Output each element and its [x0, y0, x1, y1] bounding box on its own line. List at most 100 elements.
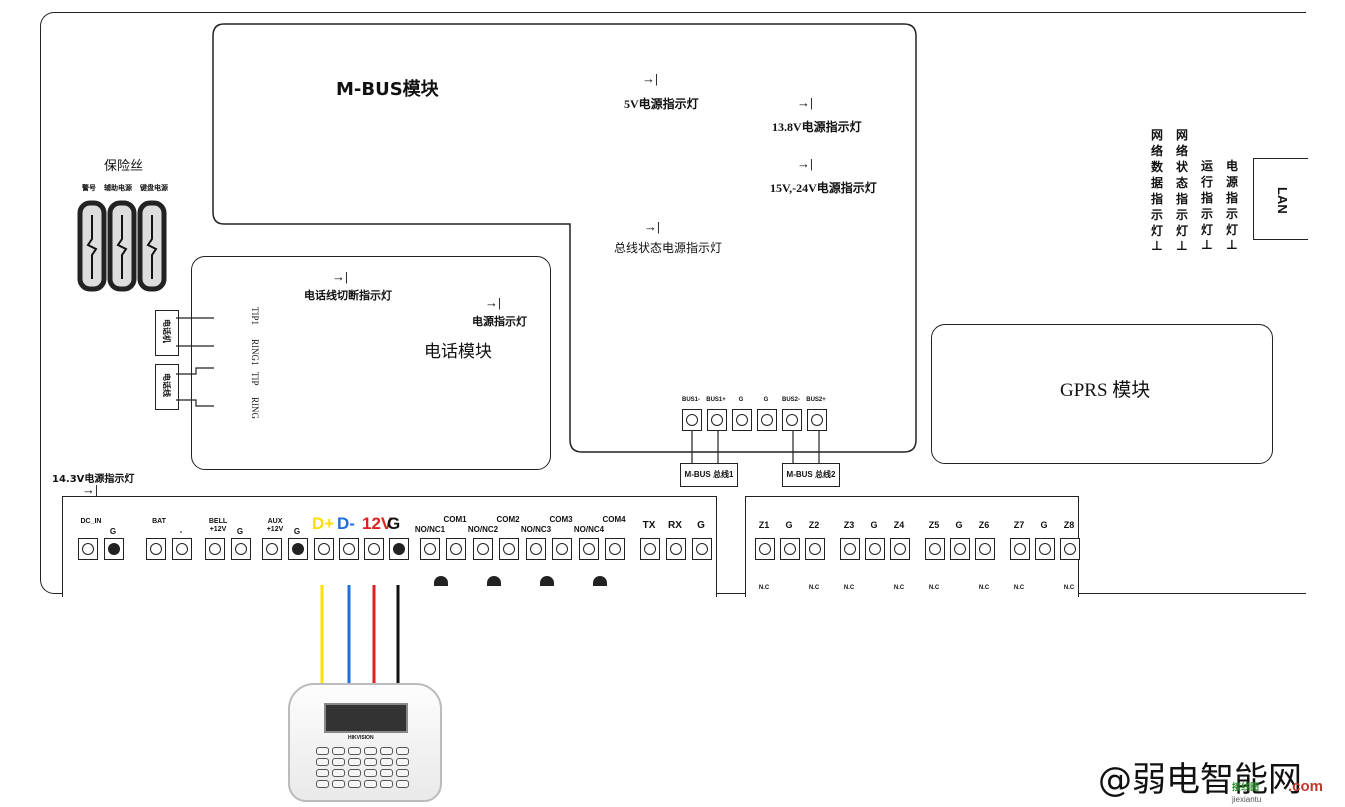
- fuse-element: [146, 215, 158, 279]
- keypad-key[interactable]: [364, 780, 377, 788]
- keypad-key[interactable]: [348, 780, 361, 788]
- relay-nc-terminal[interactable]: [526, 538, 546, 560]
- zone-terminal[interactable]: [925, 538, 945, 560]
- rs485-terminal[interactable]: [364, 538, 384, 560]
- mbus-terminal[interactable]: [682, 409, 702, 431]
- keypad-key[interactable]: [380, 747, 393, 755]
- mbus-terminal[interactable]: [732, 409, 752, 431]
- relay-com-terminal[interactable]: [499, 538, 519, 560]
- keypad-key[interactable]: [332, 758, 345, 766]
- relay-com-label: COM4: [602, 515, 626, 524]
- zone-terminal[interactable]: [975, 538, 995, 560]
- keypad-key[interactable]: [396, 780, 409, 788]
- status-led-icon: ⊥: [1151, 239, 1163, 254]
- mbus-terminal-label: G: [763, 397, 769, 403]
- power-led-icon: →|: [82, 482, 98, 497]
- mbus-terminal[interactable]: [782, 409, 802, 431]
- keypad-key[interactable]: [364, 769, 377, 777]
- relay-nc-terminal[interactable]: [420, 538, 440, 560]
- keypad-key[interactable]: [348, 769, 361, 777]
- serial-terminal[interactable]: [692, 538, 712, 560]
- keypad-key[interactable]: [364, 758, 377, 766]
- mbus-terminal[interactable]: [757, 409, 777, 431]
- keypad-key[interactable]: [396, 758, 409, 766]
- keypad-key[interactable]: [332, 769, 345, 777]
- mbus-terminal-label: BUS2-: [781, 397, 800, 403]
- mbus-terminal[interactable]: [707, 409, 727, 431]
- keypad-key[interactable]: [316, 758, 329, 766]
- keypad-key[interactable]: [380, 769, 393, 777]
- keypad-key[interactable]: [396, 769, 409, 777]
- power-terminal[interactable]: [288, 538, 308, 560]
- relay-com-terminal[interactable]: [552, 538, 572, 560]
- led-5v-icon: →|: [642, 71, 658, 86]
- keypad-key[interactable]: [348, 758, 361, 766]
- led-phone-cut-label: 电话线切断指示灯: [304, 290, 392, 302]
- zone-terminal[interactable]: [780, 538, 800, 560]
- lan-port[interactable]: LAN: [1253, 158, 1308, 240]
- keypad-key[interactable]: [380, 780, 393, 788]
- status-led-label: 网络数据指示灯: [1150, 128, 1163, 238]
- relay-nc-terminal[interactable]: [473, 538, 493, 560]
- zone-terminal[interactable]: [1010, 538, 1030, 560]
- serial-terminal[interactable]: [640, 538, 660, 560]
- rs485-label: G: [387, 514, 401, 533]
- pin-tip: TIP: [250, 372, 260, 386]
- keypad-key[interactable]: [364, 747, 377, 755]
- terminal-sub-label: G: [236, 527, 244, 536]
- keypad-brand: HIKVISION: [348, 735, 374, 741]
- keypad-key[interactable]: [332, 747, 345, 755]
- zone-nc-label: N.C: [1013, 585, 1025, 591]
- phone-device-label: 电话机: [162, 319, 171, 343]
- keypad-screen: [324, 703, 408, 733]
- zone-terminal[interactable]: [865, 538, 885, 560]
- relay-nc-label: NO/NC2: [467, 525, 499, 534]
- rs485-terminal[interactable]: [314, 538, 334, 560]
- keypad-device[interactable]: HIKVISION: [288, 683, 442, 802]
- zone-label: Z6: [978, 520, 990, 530]
- keypad-key[interactable]: [348, 747, 361, 755]
- power-terminal[interactable]: [205, 538, 225, 560]
- zone-nc-label: N.C: [808, 585, 820, 591]
- relay-com-terminal[interactable]: [605, 538, 625, 560]
- rs485-label: D-: [337, 514, 355, 533]
- mbus-terminal-label: BUS2+: [806, 397, 826, 403]
- relay-icon: [540, 576, 554, 586]
- zone-terminal[interactable]: [755, 538, 775, 560]
- relay-nc-terminal[interactable]: [579, 538, 599, 560]
- keypad-key[interactable]: [380, 758, 393, 766]
- zone-terminal[interactable]: [1035, 538, 1055, 560]
- keypad-key[interactable]: [316, 780, 329, 788]
- relay-com-terminal[interactable]: [446, 538, 466, 560]
- zone-terminal[interactable]: [805, 538, 825, 560]
- keypad-key[interactable]: [316, 769, 329, 777]
- keypad-key[interactable]: [396, 747, 409, 755]
- relay-icon: [487, 576, 501, 586]
- phone-line-label: 电话线: [162, 373, 171, 397]
- rs485-terminal[interactable]: [339, 538, 359, 560]
- power-terminal[interactable]: [262, 538, 282, 560]
- mbus-terminal[interactable]: [807, 409, 827, 431]
- keypad-key[interactable]: [316, 747, 329, 755]
- power-terminal[interactable]: [172, 538, 192, 560]
- serial-label: TX: [642, 520, 656, 531]
- power-terminal[interactable]: [146, 538, 166, 560]
- power-terminal[interactable]: [104, 538, 124, 560]
- serial-label: RX: [668, 520, 682, 531]
- terminal-group-label: DC_IN: [80, 518, 102, 525]
- serial-terminal[interactable]: [666, 538, 686, 560]
- zone-label: G: [785, 520, 793, 530]
- power-terminal[interactable]: [231, 538, 251, 560]
- zone-nc-label: N.C: [1063, 585, 1075, 591]
- rs485-terminal[interactable]: [389, 538, 409, 560]
- zone-terminal[interactable]: [890, 538, 910, 560]
- mbus-title: M-BUS模块: [336, 79, 439, 100]
- zone-terminal[interactable]: [950, 538, 970, 560]
- fuse-icons: [77, 200, 167, 292]
- zone-terminal[interactable]: [840, 538, 860, 560]
- rs485-label: 12V: [362, 514, 393, 533]
- watermark-small: jiexiantu: [1232, 795, 1262, 804]
- keypad-key[interactable]: [332, 780, 345, 788]
- zone-terminal[interactable]: [1060, 538, 1080, 560]
- power-terminal[interactable]: [78, 538, 98, 560]
